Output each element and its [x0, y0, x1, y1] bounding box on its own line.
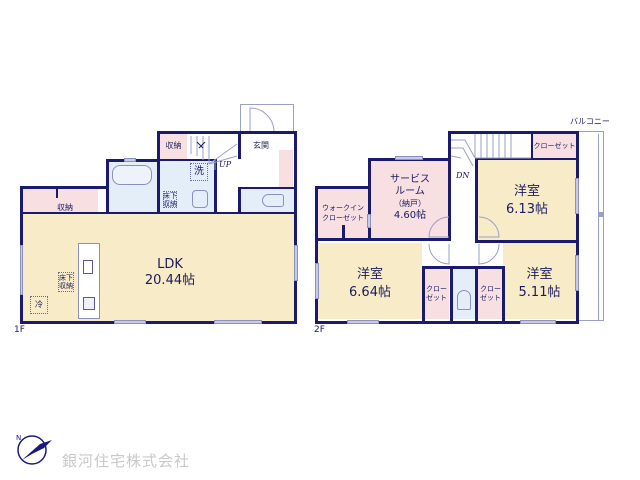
- door-swing-sw-icon: [428, 243, 450, 265]
- ldk-name: LDK: [157, 257, 183, 272]
- kitchen-sink-icon: [83, 260, 93, 274]
- wash-label: 洗: [194, 166, 204, 177]
- entrance-label: 玄関: [253, 141, 269, 150]
- stairs-1f-icon: [190, 136, 238, 170]
- stairs-down-label: DN: [456, 171, 470, 180]
- floor-plan-2f: DN バルコニー クローゼット ウォークイン クローゼット サービス ルーム （…: [314, 117, 610, 335]
- closet-right-room: [478, 268, 503, 319]
- underfloor-storage-wash: [163, 191, 177, 208]
- western-room-se-name: 洋室: [526, 267, 553, 282]
- underfloor-storage-ldk: [58, 272, 74, 292]
- walk-in-closet-label-2: クローゼット: [322, 214, 364, 222]
- underfloor-storage-ldk-label: 床下収納: [59, 274, 73, 291]
- shoe-cabinet: [279, 150, 293, 188]
- western-room-ne: [478, 160, 576, 240]
- company-name: 銀河住宅株式会社: [62, 452, 191, 470]
- toilet-2f-icon: [457, 290, 471, 310]
- western-room-sw-name: 洋室: [356, 267, 383, 282]
- western-room-se: [503, 243, 576, 319]
- service-room-size: 4.60帖: [393, 210, 427, 221]
- stairs-up-label: UP: [219, 160, 232, 169]
- underfloor-storage-wash-label: 床下収納: [163, 192, 177, 209]
- closet-right-label-2: ゼット: [480, 294, 501, 302]
- closet-right-label-1: クロー: [480, 285, 501, 293]
- service-room-label-3: （納戸）: [394, 199, 426, 208]
- floor-plan-1f: UP 洗 床下収納 収納 収納 玄関 床下収納 冷 LDK 20.44帖 1F: [0, 0, 310, 340]
- service-room-label-2: ルーム: [395, 186, 425, 197]
- ldk-size: 20.44帖: [144, 273, 196, 288]
- door-swing-ne-icon: [478, 216, 500, 238]
- western-room-sw: [318, 243, 422, 319]
- closet-left-label-1: クロー: [426, 285, 447, 293]
- svg-text:N: N: [16, 434, 21, 442]
- service-room-label-1: サービス: [390, 174, 430, 185]
- fridge-space: [30, 296, 48, 314]
- compass-bird-logo-icon: N: [16, 434, 52, 465]
- storage-top-room: [160, 134, 187, 160]
- western-room-ne-name: 洋室: [513, 184, 540, 199]
- closet-top-label: クローゼット: [533, 142, 576, 150]
- balcony-label: バルコニー: [570, 117, 610, 126]
- service-room: [371, 161, 449, 238]
- bathtub-icon: [112, 165, 152, 185]
- sink-icon: [192, 190, 208, 208]
- fridge-label: 冷: [35, 300, 43, 309]
- floor-label-1f: 1F: [14, 325, 25, 335]
- closet-left-room: [424, 268, 449, 319]
- western-room-sw-size: 6.64帖: [349, 285, 391, 300]
- ldk-room: [22, 213, 294, 321]
- western-room-ne-size: 6.13帖: [506, 202, 548, 217]
- toilet-1f-icon: [262, 194, 284, 207]
- door-swing-se-icon: [478, 243, 500, 265]
- closet-left-label-2: ゼット: [426, 294, 447, 302]
- closet-top-room: [533, 134, 576, 158]
- stairs-2f-icon: [451, 134, 531, 167]
- storage-left-label: 収納: [57, 203, 73, 212]
- door-swing-service-icon: [428, 216, 450, 238]
- stove-icon: [83, 297, 95, 310]
- floor-label-2f: 2F: [314, 325, 325, 335]
- storage-left-room: [22, 189, 98, 213]
- storage-top-label: 収納: [165, 141, 182, 150]
- western-room-se-size: 5.11帖: [518, 285, 561, 300]
- entrance-door-swing-icon: [249, 107, 275, 132]
- washer-space: [190, 163, 208, 181]
- walk-in-closet-label-1: ウォークイン: [322, 204, 364, 212]
